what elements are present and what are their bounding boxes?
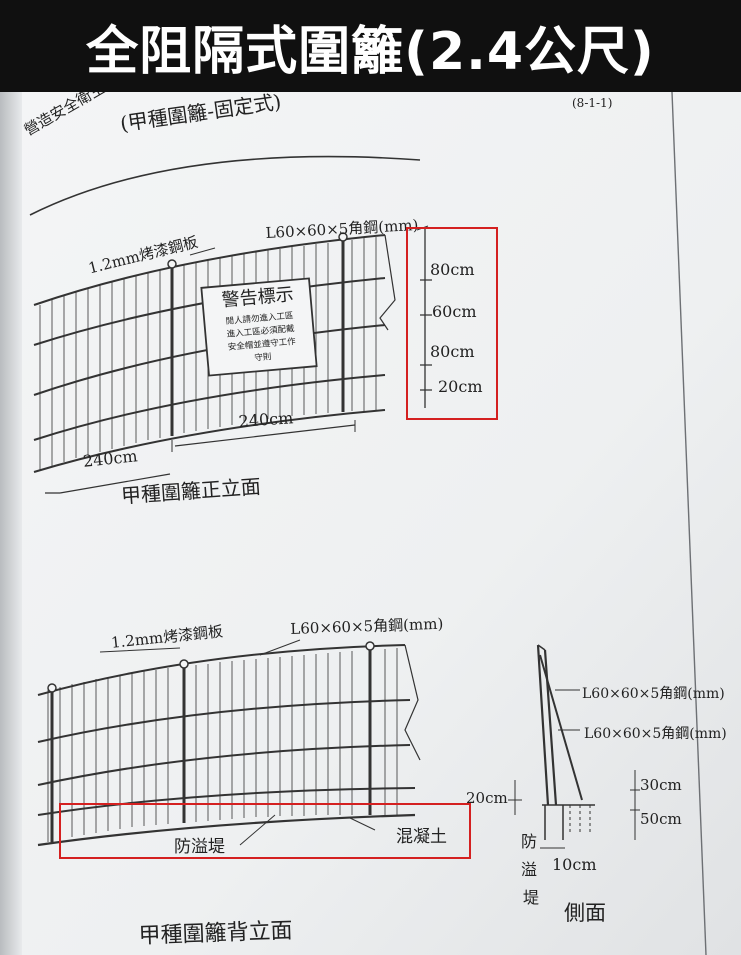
binding-shadow (0, 92, 22, 955)
front-rail-4 (33, 374, 386, 441)
back-top-rail (37, 644, 406, 696)
side-anchor-bolts (569, 805, 591, 835)
back-break-line (404, 644, 421, 761)
front-top-rail (33, 234, 386, 306)
back-concrete-label: 混凝土 (396, 827, 447, 847)
back-rail-4 (37, 787, 416, 816)
back-dim-20: 20cm (466, 789, 508, 807)
front-post-cap-1 (167, 259, 177, 269)
front-dim-ticks (171, 420, 356, 452)
back-rail-2 (37, 699, 411, 743)
side-brace (539, 654, 583, 801)
base-highlight-box (59, 803, 471, 859)
back-leaders (239, 814, 376, 846)
side-dim-10: 10cm (552, 855, 597, 874)
height-dim-80-bottom: 80cm (430, 342, 475, 361)
page-border-line (671, 92, 707, 955)
banner-title: 全阻隔式圍籬(2.4公尺) (86, 21, 655, 82)
front-elevation-drawing (29, 155, 432, 494)
height-dim-ticks (420, 279, 432, 391)
back-material-leaders (99, 639, 301, 656)
side-dike-char-3: 堤 (523, 888, 540, 907)
back-post-cap-1 (179, 659, 189, 669)
plate-leader-front (189, 247, 216, 256)
back-slats (47, 648, 398, 842)
side-dike-char-2: 溢 (521, 860, 538, 879)
front-bottom-rail (33, 409, 386, 473)
side-dike-char-1: 防 (521, 832, 538, 851)
side-post-top (537, 644, 546, 651)
side-caption: 側面 (564, 901, 606, 925)
front-dim-line-1 (45, 473, 171, 494)
side-leaders (555, 689, 580, 731)
back-post-cap-0 (47, 683, 57, 693)
front-rail-2 (33, 277, 386, 346)
side-dim-left (508, 780, 522, 815)
back-bottom-rail (37, 813, 416, 847)
front-span-2: 240cm (238, 408, 294, 431)
back-post-cap-2 (365, 641, 375, 651)
side-dim-30: 30cm (640, 776, 682, 794)
back-rail-3 (37, 744, 411, 786)
header-code: (8-1-1) (572, 96, 613, 110)
front-break-line (379, 234, 396, 331)
front-dim-line-2 (174, 424, 356, 447)
height-dim-80-top: 80cm (430, 260, 475, 279)
side-dim-50: 50cm (640, 810, 682, 828)
back-elevation-drawing (37, 639, 421, 847)
title-banner: 全阻隔式圍籬(2.4公尺) (0, 0, 741, 92)
side-steel-1: L60×60×5角鋼(mm) (582, 686, 725, 702)
back-caption: 甲種圍籬背立面 (138, 918, 294, 949)
side-dike-walls (544, 805, 564, 840)
warning-sign: 警告標示 閒人請勿進入工區 進入工區必須配戴 安全帽並遵守工作 守則 (204, 279, 317, 370)
height-dim-60: 60cm (432, 302, 477, 321)
side-view-drawing (508, 644, 640, 849)
back-dike-label: 防溢堤 (174, 837, 225, 857)
side-steel-2: L60×60×5角鋼(mm) (584, 726, 727, 742)
front-post-cap-2 (338, 232, 348, 242)
side-dim-right (630, 770, 640, 840)
warning-sign-board (200, 277, 318, 377)
front-arc-line (29, 155, 421, 216)
height-highlight-box (406, 227, 498, 420)
height-dim-20: 20cm (438, 377, 483, 396)
front-rail-3 (33, 324, 386, 396)
document-photo (0, 92, 741, 955)
